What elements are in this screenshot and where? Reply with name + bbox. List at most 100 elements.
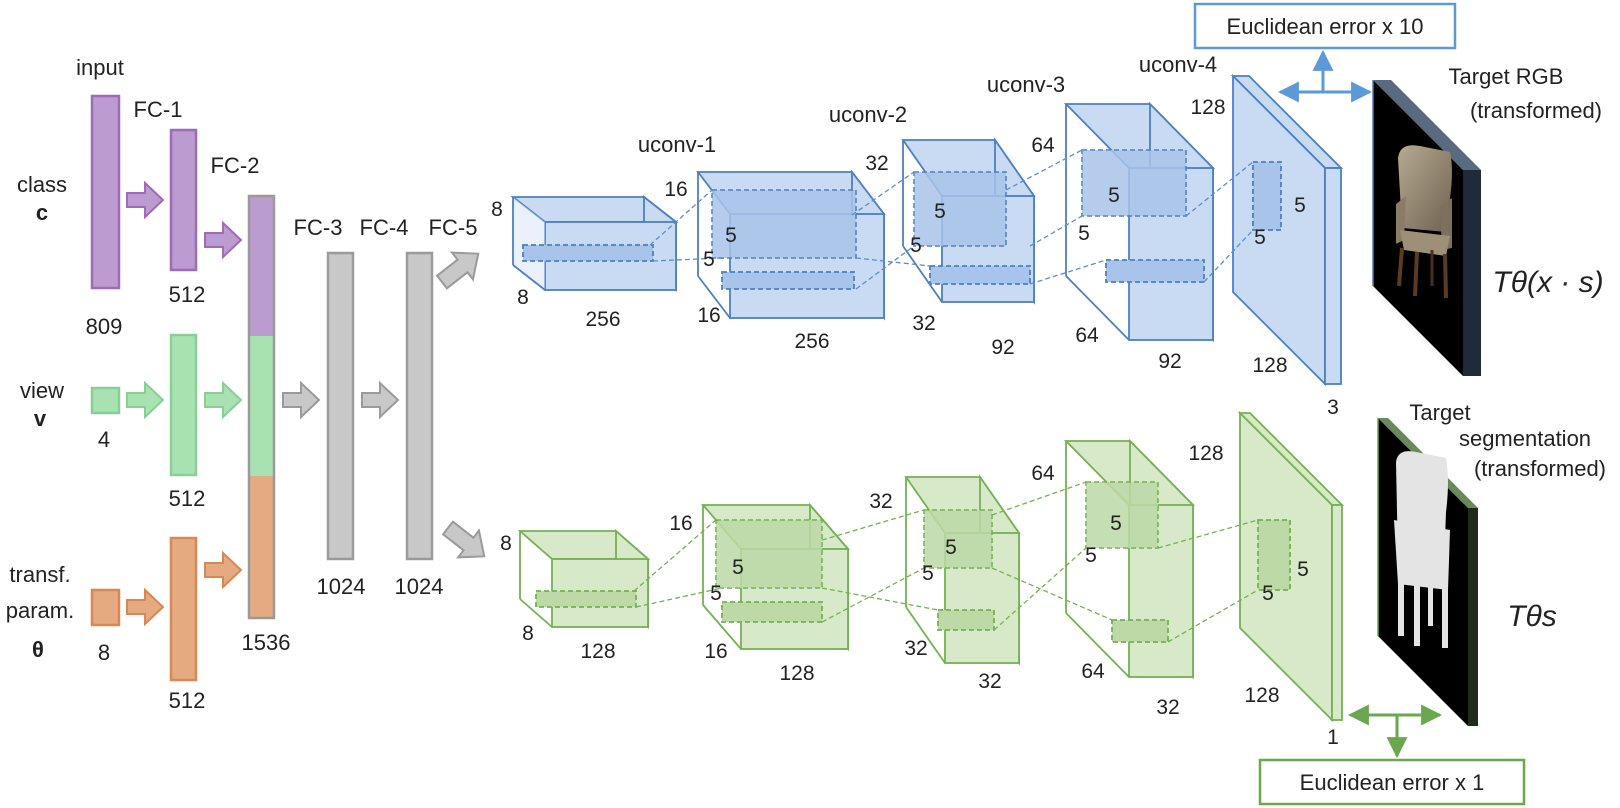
fc4-label: FC-4 (360, 215, 409, 240)
fc3-size: 1024 (317, 574, 366, 599)
top-b1-depth: 16 (697, 304, 720, 327)
fc1-label: FC-1 (134, 97, 183, 122)
top-block-3 (1063, 101, 1216, 343)
bottom-block-1 (701, 502, 850, 652)
bottom-b1-depth: 16 (704, 640, 727, 663)
transf-symbol: θ (32, 637, 44, 662)
fc2-view-segment (249, 336, 274, 476)
bottom-b0-depth: 8 (522, 622, 534, 645)
top-connections (649, 149, 1254, 290)
bottom-block-0 (517, 529, 651, 629)
uconv3-label: uconv-3 (987, 72, 1065, 97)
fc2-transf-segment (249, 476, 274, 618)
fc4-size: 1024 (395, 574, 444, 599)
class-symbol: c (36, 200, 48, 225)
bottom-b3-height: 64 (1031, 462, 1055, 485)
bottom-b2-depth: 32 (904, 637, 927, 660)
transf-input-bar (90, 588, 121, 627)
bottom-b2-kernel-a: 5 (945, 536, 957, 559)
target-rgb-image (1372, 80, 1481, 376)
top-b2-kernel-b: 5 (910, 234, 922, 257)
bottom-b3-kernel-a: 5 (1110, 512, 1122, 535)
fc2-bar-outline (247, 194, 276, 620)
top-b4-depth: 128 (1252, 354, 1287, 377)
top-b1-kernel-b: 5 (703, 248, 715, 271)
top-block-2 (901, 137, 1036, 305)
input-title: input (76, 55, 124, 80)
bottom-b0-width: 128 (580, 640, 615, 663)
arrow-fc2-fc3 (282, 380, 321, 420)
bottom-b1-width: 128 (779, 662, 814, 685)
uconv1-label: uconv-1 (638, 132, 716, 157)
top-block-0 (510, 195, 679, 292)
bottom-block-3 (1063, 438, 1196, 680)
top-b1-kernel-a: 5 (725, 224, 737, 247)
top-b0-width: 256 (585, 308, 620, 331)
top-b0-height: 8 (491, 198, 503, 221)
transf-label-line2: param. (6, 598, 74, 623)
class-label: class (17, 172, 67, 197)
bottom-b4-height: 128 (1188, 442, 1223, 465)
bottom-error-box (1258, 758, 1526, 806)
top-b1-width: 256 (794, 330, 829, 353)
top-b2-width: 92 (991, 336, 1014, 359)
bottom-b1-kernel-a: 5 (732, 556, 744, 579)
top-b2-height: 32 (865, 152, 888, 175)
rgb-stream (510, 73, 1344, 387)
fc3-label: FC-3 (294, 215, 343, 240)
top-b3-kernel-a: 5 (1108, 184, 1120, 207)
top-b4-kernel-a: 5 (1294, 194, 1306, 217)
arrow-fc1-fc2-class (204, 220, 243, 260)
view-size: 4 (98, 427, 110, 452)
bottom-connections (633, 481, 1259, 643)
chair-silhouette-icon (1394, 451, 1450, 648)
bottom-b2-width: 32 (978, 670, 1001, 693)
top-b3-kernel-b: 5 (1078, 222, 1090, 245)
transf-size: 8 (98, 640, 110, 665)
top-error-box (1193, 2, 1457, 50)
bottom-b2-height: 32 (869, 490, 892, 513)
uconv4-label: uconv-4 (1139, 52, 1217, 77)
top-b4-channels: 3 (1327, 396, 1339, 419)
arrow-view-fc1 (126, 380, 165, 420)
bottom-b3-kernel-b: 5 (1085, 544, 1097, 567)
fc1-view-size: 512 (169, 486, 206, 511)
target-rgb-title: Target RGB (1449, 64, 1564, 89)
target-seg-title: Target (1409, 400, 1470, 425)
top-b3-height: 64 (1031, 134, 1055, 157)
top-b4-height: 128 (1190, 96, 1225, 119)
bottom-block-4 (1237, 410, 1345, 723)
top-b4-kernel-b: 5 (1254, 226, 1266, 249)
arrow-fc4-top-stream (435, 251, 480, 290)
target-segmentation-image (1377, 418, 1478, 726)
fc2-size: 1536 (242, 630, 291, 655)
arrow-fc3-fc4 (361, 380, 400, 420)
bottom-block-2 (904, 474, 1021, 666)
fc1-class-bar (169, 128, 198, 272)
target-seg-subtitle: segmentation (1459, 426, 1591, 451)
bottom-b2-kernel-b: 5 (922, 562, 934, 585)
target-seg-subtitle2: (transformed) (1474, 456, 1606, 481)
bottom-b1-height: 16 (669, 512, 692, 535)
top-b1-height: 16 (664, 178, 687, 201)
segmentation-stream (517, 410, 1345, 723)
fc1-transf-size: 512 (169, 688, 206, 713)
top-block-4 (1230, 73, 1344, 387)
fc2-class-segment (249, 196, 274, 336)
arrow-fc1-fc2-transf (204, 550, 243, 590)
fc2-label: FC-2 (211, 153, 260, 178)
class-input-bar (90, 94, 121, 290)
top-error-label: Euclidean error x 10 (1227, 14, 1424, 39)
bottom-b4-kernel-b: 5 (1262, 582, 1274, 605)
top-b3-width: 92 (1158, 350, 1181, 373)
bottom-error-label: Euclidean error x 1 (1300, 770, 1485, 795)
bottom-b3-width: 32 (1156, 696, 1179, 719)
top-block-1 (696, 169, 886, 321)
fc1-class-size: 512 (169, 282, 206, 307)
top-b3-depth: 64 (1075, 324, 1099, 347)
top-b2-kernel-a: 5 (934, 200, 946, 223)
view-input-bar (90, 386, 121, 415)
fc3-bar (326, 251, 355, 561)
target-rgb-subtitle: (transformed) (1470, 98, 1602, 123)
